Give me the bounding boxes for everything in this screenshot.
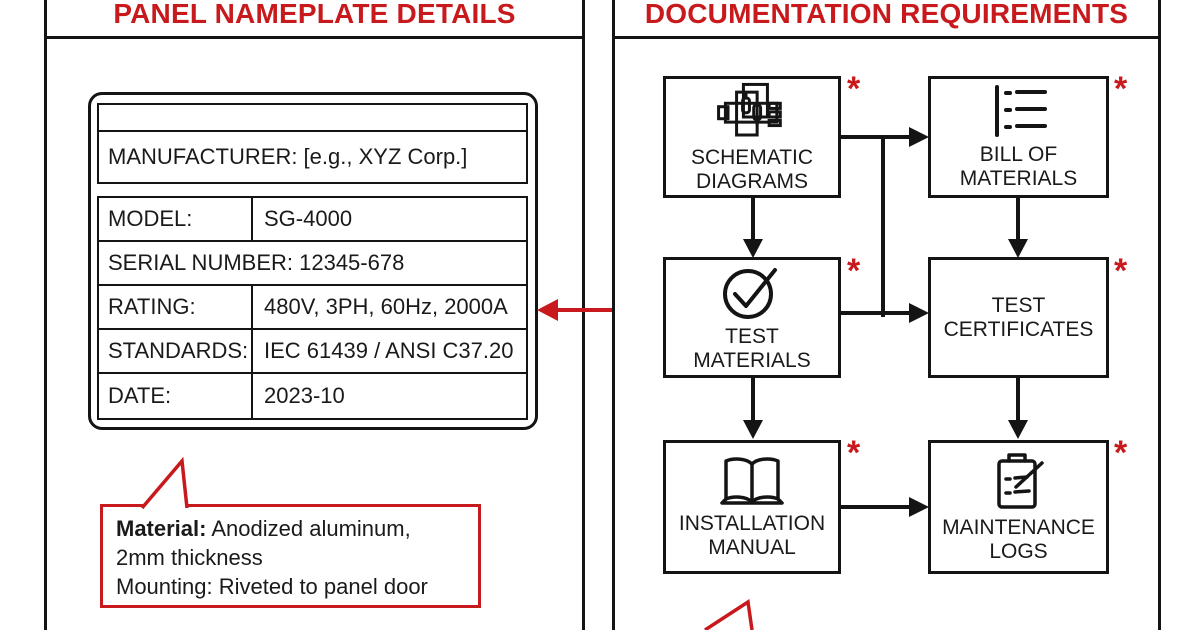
box-label-line2: MATERIALS xyxy=(693,349,811,372)
row-label: RATING: xyxy=(99,286,253,328)
nameplate-manufacturer-row: MANUFACTURER: [e.g., XYZ Corp.] xyxy=(99,132,526,182)
box-label-line1: TEST xyxy=(991,293,1046,317)
row-label: MODEL: xyxy=(99,198,253,240)
table-row: DATE: 2023-10 xyxy=(99,374,526,418)
arrowhead xyxy=(909,303,929,323)
manufacturer-text: MANUFACTURER: [e.g., XYZ Corp.] xyxy=(108,144,468,169)
box-label-line2: CERTIFICATES xyxy=(943,317,1094,341)
arrow-testcert-to-maintlog xyxy=(1016,378,1020,421)
flow-box-bill-of-materials: BILL OF MATERIALS xyxy=(928,76,1109,198)
arrowhead xyxy=(743,239,763,258)
row-label: DATE: xyxy=(99,374,253,418)
connector-vertical-branch xyxy=(881,135,885,317)
box-label-line1: MAINTENANCE xyxy=(942,515,1095,539)
flow-box-maintenance-logs: MAINTENANCE LOGS xyxy=(928,440,1109,574)
arrowhead xyxy=(909,497,929,517)
table-row: MODEL: SG-4000 xyxy=(99,198,526,242)
arrowhead xyxy=(1008,420,1028,439)
open-book-icon xyxy=(719,455,785,507)
callout-line-2: 2mm thickness xyxy=(116,545,263,570)
flow-box-installation-manual: INSTALLATION MANUAL xyxy=(663,440,841,574)
left-panel-title: PANEL NAMEPLATE DETAILS xyxy=(113,0,516,29)
arrow-testmat-to-testcert xyxy=(841,311,911,315)
arrow-schematic-to-bom xyxy=(841,135,911,139)
nameplate-blank-row xyxy=(99,105,526,132)
material-callout: Material: Anodized aluminum, 2mm thickne… xyxy=(100,504,481,608)
left-panel-header: PANEL NAMEPLATE DETAILS xyxy=(47,0,582,39)
nameplate-manufacturer-table: MANUFACTURER: [e.g., XYZ Corp.] xyxy=(97,103,528,184)
flow-box-schematic-diagrams: SCHEMATIC DIAGRAMS xyxy=(663,76,841,198)
right-panel-header: DOCUMENTATION REQUIREMENTS xyxy=(615,0,1158,39)
row-value: 480V, 3PH, 60Hz, 2000A xyxy=(264,294,508,319)
box-label-line1: SCHEMATIC xyxy=(690,145,814,169)
row-value: IEC 61439 / ANSI C37.20 xyxy=(264,338,514,363)
callout-line-1: Material: Anodized aluminum, xyxy=(116,514,478,543)
schematic-icon xyxy=(717,81,787,141)
list-icon xyxy=(987,84,1051,138)
arrowhead xyxy=(743,420,763,439)
box-label-line1: INSTALLATION xyxy=(678,511,826,535)
bottom-callout-pointer-triangle xyxy=(704,599,754,630)
box-label-line1: TEST xyxy=(725,325,779,348)
arrow-testmat-to-instman xyxy=(751,378,755,421)
table-row: STANDARDS: IEC 61439 / ANSI C37.20 xyxy=(99,330,526,374)
box-label-line1: BILL OF xyxy=(979,142,1058,166)
arrow-schematic-to-testmat xyxy=(751,198,755,240)
flow-box-test-certificates: TEST CERTIFICATES xyxy=(928,257,1109,378)
arrowhead xyxy=(1008,239,1028,258)
callout-line-3: Mounting: Riveted to panel door xyxy=(116,572,478,601)
red-pointer-arrow-head xyxy=(537,299,558,321)
mounting-text: Riveted to panel door xyxy=(212,574,428,599)
check-circle-icon xyxy=(721,262,783,320)
right-panel-title: DOCUMENTATION REQUIREMENTS xyxy=(644,0,1129,29)
required-asterisk: * xyxy=(1114,434,1128,472)
required-asterisk: * xyxy=(1114,252,1128,290)
nameplate-spec-table: MODEL: SG-4000 SERIAL NUMBER: 12345-678 … xyxy=(97,196,528,420)
box-label-line2: DIAGRAMS xyxy=(695,169,808,193)
material-text: Anodized aluminum, xyxy=(206,516,411,541)
required-asterisk: * xyxy=(847,252,861,290)
required-asterisk: * xyxy=(847,70,861,108)
arrow-bom-to-testcert xyxy=(1016,198,1020,240)
required-asterisk: * xyxy=(847,434,861,472)
row-full-text: SERIAL NUMBER: 12345-678 xyxy=(108,250,405,275)
table-row: RATING: 480V, 3PH, 60Hz, 2000A xyxy=(99,286,526,330)
box-label-line2: MANUAL xyxy=(708,535,796,559)
flow-box-test-materials: TEST MATERIALS xyxy=(663,257,841,378)
row-value: 2023-10 xyxy=(264,383,345,408)
callout-pointer-triangle xyxy=(140,456,189,510)
box-label-line2: MATERIALS xyxy=(959,166,1078,190)
arrow-instman-to-maintlog xyxy=(841,505,911,509)
red-pointer-arrow-shaft xyxy=(556,308,616,312)
row-label: STANDARDS: xyxy=(99,330,253,372)
box-label-line2: LOGS xyxy=(989,539,1048,563)
table-row: SERIAL NUMBER: 12345-678 xyxy=(99,242,526,286)
material-label: Material: xyxy=(116,516,207,541)
arrowhead xyxy=(909,127,929,147)
required-asterisk: * xyxy=(1114,70,1128,108)
row-value: SG-4000 xyxy=(264,206,353,231)
clipboard-pencil-icon xyxy=(989,451,1049,511)
mounting-label: Mounting: xyxy=(116,574,213,599)
